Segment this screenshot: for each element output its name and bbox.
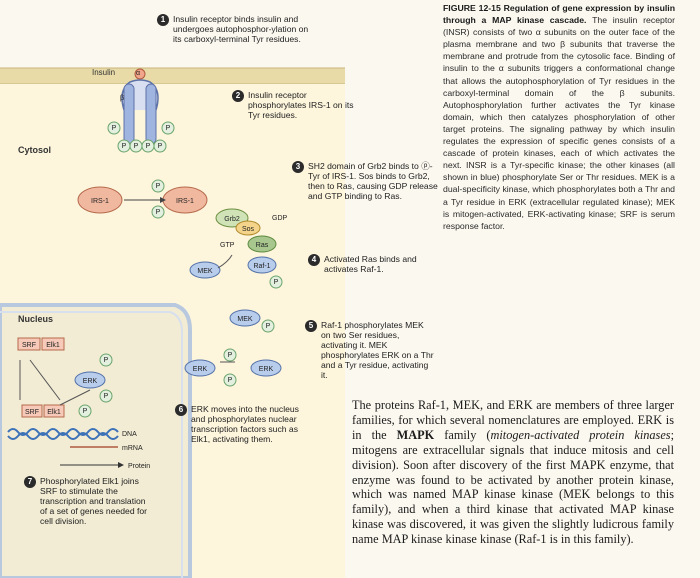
sos-label: Sos	[242, 226, 255, 233]
p-label: P	[134, 143, 139, 150]
mek-active	[229, 309, 261, 327]
mrna-label: mRNA	[122, 445, 143, 452]
dna-strand	[7, 428, 119, 436]
step-7: 7 Phosphorylated Elk1 joins SRF to stimu…	[24, 476, 152, 526]
elk1-box	[41, 337, 65, 351]
step-2-text: Insulin receptor phosphorylates IRS-1 on…	[248, 90, 354, 120]
map-kinase-cascade-figure: P P P P P P P P P P P P P P P IRS-1 IRS-…	[0, 67, 345, 578]
cytosol-label: Cytosol	[18, 145, 51, 155]
mek-label: MEK	[197, 268, 213, 275]
erk-inactive	[184, 359, 216, 377]
p-label: P	[104, 357, 109, 364]
erk-label: ERK	[83, 378, 98, 385]
step-6-number: 6	[175, 404, 187, 416]
p-label: P	[228, 377, 233, 384]
elk1-label: Elk1	[46, 342, 60, 349]
p-label: P	[266, 323, 271, 330]
step-2: 2 Insulin receptor phosphorylates IRS-1 …	[232, 90, 362, 120]
erk-label: ERK	[193, 366, 208, 373]
elk1-label: Elk1	[47, 409, 61, 416]
step-3: 3 SH2 domain of Grb2 binds to ⓟ-Tyr of I…	[292, 161, 440, 201]
step-4-text: Activated Ras binds and activates Raf-1.	[324, 254, 417, 274]
p-label: P	[156, 209, 161, 216]
srf-box	[17, 337, 41, 351]
caption-label: FIGURE 12-15	[443, 3, 501, 13]
p-label: P	[122, 143, 127, 150]
step-5-text: Raf-1 phosphorylates MEK on two Ser resi…	[321, 320, 434, 380]
caption-text: The insulin receptor (INSR) consists of …	[443, 15, 675, 231]
srf-box-2	[21, 404, 43, 418]
step-1-text: Insulin receptor binds insulin and under…	[173, 14, 309, 44]
grb2-label: Grb2	[224, 216, 240, 223]
p-label: P	[228, 352, 233, 359]
gdp-label: GDP	[272, 215, 288, 222]
body-text-3: ; mitogens are extracellular signals tha…	[352, 427, 674, 547]
erk-active	[250, 359, 282, 377]
ras-label: Ras	[256, 242, 269, 249]
raf1-label: Raf-1	[253, 263, 270, 270]
p-label: P	[158, 143, 163, 150]
nucleus-label: Nucleus	[18, 314, 53, 324]
p-label: P	[166, 125, 171, 132]
step-1-number: 1	[157, 14, 169, 26]
mapk-definition: mitogen-activated protein kinases	[490, 427, 671, 442]
mek-inactive	[189, 261, 221, 279]
plasma-membrane	[0, 68, 345, 84]
erk-label: ERK	[259, 366, 274, 373]
alpha-label: α	[136, 70, 140, 77]
body-text-1: The proteins Raf-1, MEK, and ERK are mem…	[352, 398, 674, 442]
step-1: 1 Insulin receptor binds insulin and und…	[157, 14, 317, 44]
insulin-label: Insulin	[92, 68, 115, 77]
irs1-free	[77, 186, 123, 214]
step-2-number: 2	[232, 90, 244, 102]
dna-label: DNA	[122, 431, 137, 438]
p-label: P	[274, 279, 279, 286]
step-3-text: SH2 domain of Grb2 binds to ⓟ-Tyr of IRS…	[308, 161, 438, 201]
p-label: P	[104, 393, 109, 400]
mek-label: MEK	[237, 316, 253, 323]
insulin-molecule	[134, 68, 146, 80]
step-6-text: ERK moves into the nucleus and phosphory…	[191, 404, 299, 444]
step-7-number: 7	[24, 476, 36, 488]
erk-nuclear	[74, 371, 106, 389]
elk1-box-2	[43, 404, 65, 418]
caption-title: Regulation of gene expression by insulin…	[443, 3, 676, 26]
step-4-number: 4	[308, 254, 320, 266]
sos	[235, 220, 261, 236]
irs1-label: IRS-1	[91, 198, 109, 205]
ras	[247, 235, 277, 253]
figure-caption: FIGURE 12-15 Regulation of gene expressi…	[443, 2, 675, 232]
irs1-label: IRS-1	[176, 198, 194, 205]
p-label: P	[156, 183, 161, 190]
step-3-number: 3	[292, 161, 304, 173]
nucleus-region	[0, 303, 192, 578]
srf-label: SRF	[25, 409, 39, 416]
beta-label: β	[120, 95, 124, 102]
step-7-text: Phosphorylated Elk1 joins SRF to stimula…	[40, 476, 148, 526]
protein-label: Protein	[128, 463, 150, 470]
srf-label: SRF	[22, 342, 36, 349]
step-4: 4 Activated Ras binds and activates Raf-…	[308, 254, 428, 274]
p-label: P	[83, 408, 88, 415]
raf1	[247, 256, 277, 274]
body-paragraph: The proteins Raf-1, MEK, and ERK are mem…	[352, 398, 674, 547]
p-label: P	[146, 143, 151, 150]
step-5-number: 5	[305, 320, 317, 332]
step-5: 5 Raf-1 phosphorylates MEK on two Ser re…	[305, 320, 435, 380]
body-text-2: family (	[444, 427, 491, 442]
step-6: 6 ERK moves into the nucleus and phospho…	[175, 404, 303, 444]
gtp-label: GTP	[220, 242, 235, 249]
mapk-term: MAPK	[396, 427, 435, 442]
p-label: P	[112, 125, 117, 132]
